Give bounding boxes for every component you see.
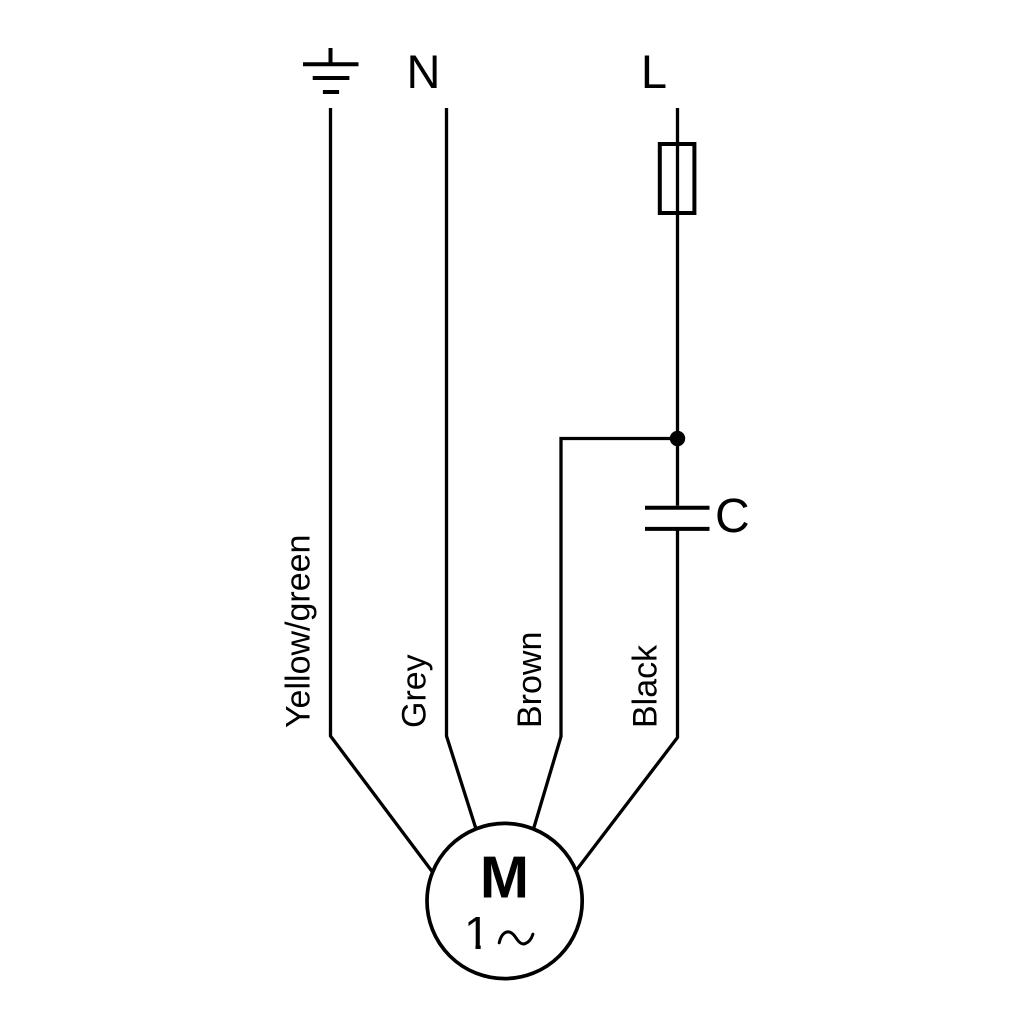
- sine-wave-icon: [497, 930, 535, 946]
- earth-wire-label: Yellow/green: [280, 535, 318, 728]
- aux-winding-wire-label: Black: [627, 644, 665, 728]
- earth-wire: [328, 108, 443, 885]
- main-winding-wire: [529, 436, 678, 839]
- neutral-terminal-label: N: [407, 45, 441, 98]
- neutral-wire-label: Grey: [396, 654, 434, 728]
- junction-dot: [669, 430, 686, 447]
- motor-circle: [425, 821, 585, 981]
- motor-letter: M: [480, 844, 529, 910]
- motor-phase-number: 1: [464, 907, 490, 959]
- fuse-icon: [657, 142, 697, 215]
- digit-one-foot-mask-right: [480, 944, 489, 950]
- neutral-wire: [444, 108, 483, 845]
- line-terminal-label: L: [641, 45, 667, 98]
- capacitor-icon: [645, 505, 710, 531]
- motor-phase-label: 1: [464, 907, 535, 959]
- capacitor-label: C: [715, 490, 750, 543]
- earth-ground-icon: [303, 48, 359, 94]
- main-winding-wire-label: Brown: [511, 632, 549, 728]
- aux-winding-wire: [567, 529, 680, 882]
- digit-one-foot-mask-left: [465, 944, 476, 950]
